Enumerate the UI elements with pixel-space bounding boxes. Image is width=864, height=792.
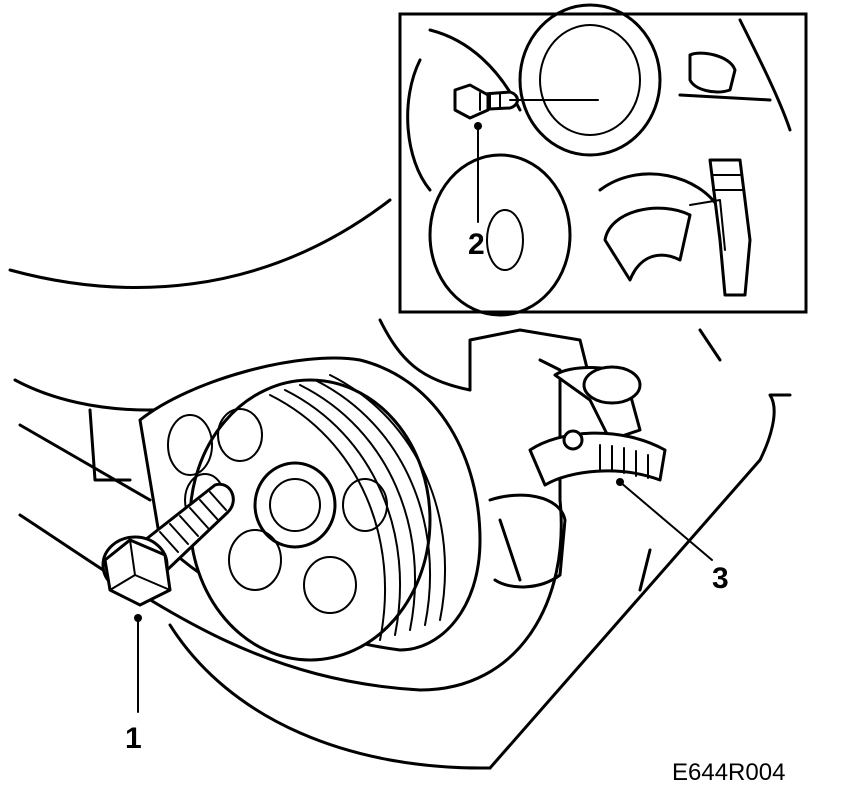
pulley-bolt — [101, 482, 235, 607]
callout-3-leader — [616, 478, 713, 561]
callout-2-leader — [474, 122, 482, 223]
callout-label-3: 3 — [712, 562, 729, 595]
engine-outline — [8, 198, 792, 770]
hose-and-clamp — [528, 365, 667, 487]
drawing-code: E644R004 — [672, 759, 785, 786]
inset-detail — [398, 3, 808, 317]
callout-label-1: 1 — [125, 722, 142, 755]
callout-1-leader — [134, 614, 142, 713]
callout-label-2: 2 — [468, 228, 485, 261]
pump-pulley — [138, 356, 482, 662]
